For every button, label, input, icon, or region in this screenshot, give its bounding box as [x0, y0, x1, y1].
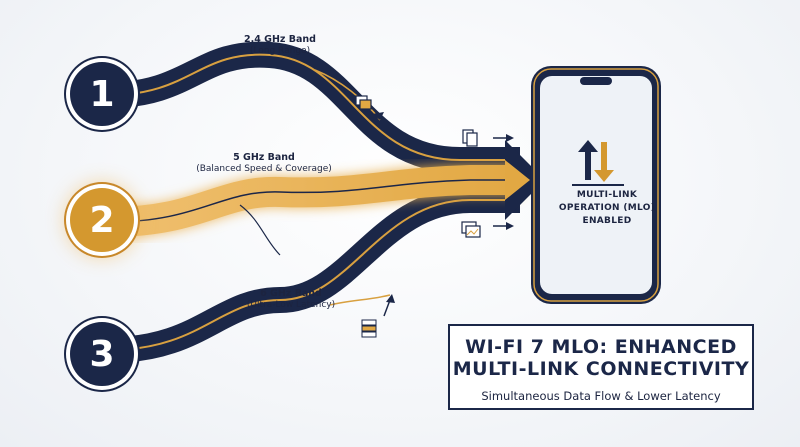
- stacked-packets-icon: [355, 95, 372, 110]
- band-2-badge: 2: [70, 188, 134, 252]
- merged-arrow-head-gold: [505, 160, 530, 200]
- band-2-label: 5 GHz Band (Balanced Speed & Coverage): [188, 152, 340, 175]
- band-3-path: [109, 187, 520, 363]
- mlo-status-label: MULTI-LINK OPERATION (MLO) ENABLED: [548, 189, 666, 228]
- document-packet-icon: [462, 129, 478, 147]
- image-packet-icon: [461, 221, 481, 238]
- title-subtitle: Simultaneous Data Flow & Lower Latency: [481, 389, 721, 403]
- band-1-name: 2.4 GHz Band: [244, 34, 316, 45]
- mlo-status-line-1: MULTI-LINK: [576, 190, 638, 200]
- upload-download-arrows-icon: [572, 140, 624, 186]
- band-1-path: [109, 41, 520, 173]
- band-2-path: [109, 165, 520, 237]
- band-1-badge: 1: [70, 62, 134, 126]
- mlo-status-line-2: OPERATION (MLO): [558, 203, 656, 213]
- title-box: WI-FI 7 MLO: ENHANCED MULTI-LINK CONNECT…: [448, 324, 754, 410]
- band-1-detail: (Long Range): [249, 45, 311, 56]
- band-3-badge: 3: [70, 322, 134, 386]
- band-3-name: 6 GHz Band: [260, 288, 322, 299]
- band-3-detail: (Ultra-Low Latency): [246, 299, 336, 310]
- band-3-label: 6 GHz Band (Ultra-Low Latency): [236, 288, 346, 311]
- server-stack-icon: [361, 319, 377, 338]
- band-2-name: 5 GHz Band: [233, 152, 295, 163]
- band-1-label: 2.4 GHz Band (Long Range): [220, 34, 340, 57]
- title-line-2: MULTI-LINK CONNECTIVITY: [452, 358, 750, 380]
- title-line-1: WI-FI 7 MLO: ENHANCED: [465, 336, 737, 358]
- mlo-status-line-3: ENABLED: [582, 216, 632, 226]
- band-2-detail: (Balanced Speed & Coverage): [196, 163, 332, 174]
